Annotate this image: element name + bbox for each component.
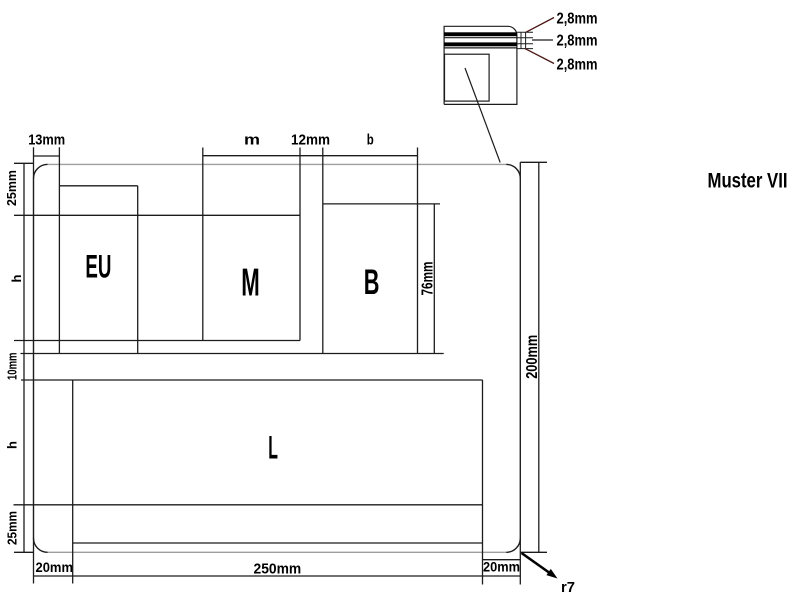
svg-text:h: h (9, 275, 24, 283)
svg-text:M: M (241, 262, 259, 305)
svg-text:2,8mm: 2,8mm (557, 32, 598, 49)
svg-text:h: h (5, 441, 20, 449)
svg-text:2,8mm: 2,8mm (557, 56, 598, 73)
svg-text:76mm: 76mm (419, 262, 436, 296)
svg-text:Muster VII: Muster VII (708, 170, 788, 193)
svg-text:2,8mm: 2,8mm (557, 10, 598, 27)
svg-text:20mm: 20mm (36, 559, 74, 575)
svg-text:B: B (364, 263, 380, 302)
svg-text:12mm: 12mm (291, 131, 330, 148)
svg-text:b: b (367, 131, 374, 148)
svg-text:EU: EU (85, 249, 111, 285)
svg-text:m: m (244, 131, 260, 148)
svg-text:13mm: 13mm (28, 131, 65, 148)
svg-text:20mm: 20mm (483, 560, 520, 575)
svg-text:200mm: 200mm (524, 335, 541, 379)
svg-text:25mm: 25mm (5, 511, 20, 545)
svg-text:L: L (268, 428, 278, 465)
svg-text:r7: r7 (561, 579, 575, 596)
svg-text:10mm: 10mm (5, 353, 20, 381)
svg-text:250mm: 250mm (254, 562, 302, 578)
svg-text:25mm: 25mm (4, 170, 19, 206)
